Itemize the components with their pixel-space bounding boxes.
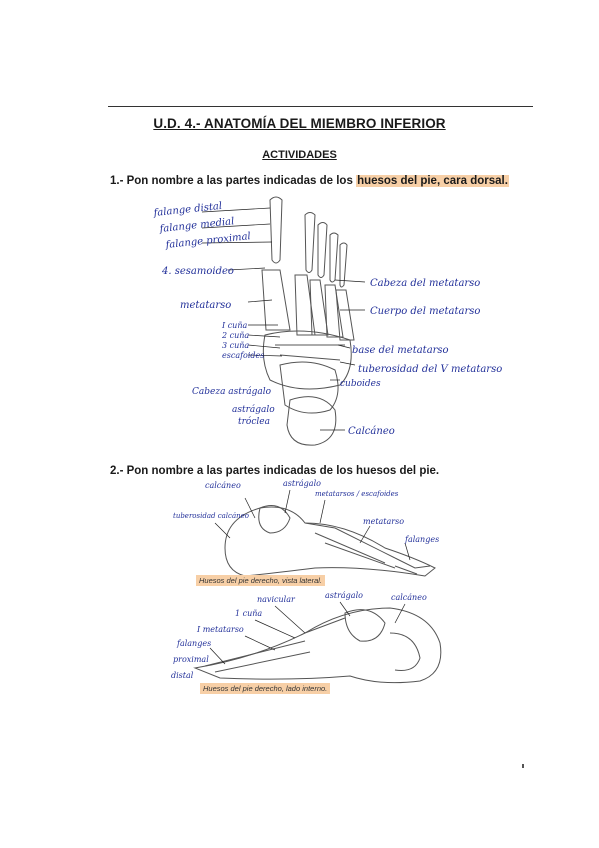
question-1: 1.- Pon nombre a las partes indicadas de… — [110, 175, 509, 187]
label-cuna-1: I cuña — [221, 321, 247, 330]
label-troclea: tróclea — [238, 416, 270, 427]
label-cuna-3: 3 cuña — [222, 341, 249, 350]
fig2-label-falanges: falanges — [404, 535, 439, 544]
fig2-label-tuberosidad: tuberosidad calcáneo — [173, 512, 249, 520]
scan-mark — [522, 764, 524, 768]
page-title: U.D. 4.- ANATOMÍA DEL MIEMBRO INFERIOR — [153, 116, 446, 131]
label-cuboides: cuboides — [340, 379, 381, 389]
label-astragalo: astrágalo — [232, 404, 275, 415]
fig3-label-proximal: proximal — [173, 655, 209, 664]
label-base-metatarso: base del metatarso — [352, 345, 449, 356]
fig2-label-calcaneo: calcáneo — [205, 481, 241, 490]
foot-medial-diagram: navicular astrágalo calcáneo 1 cuña I me… — [171, 591, 442, 684]
caption-medial: Huesos del pie derecho, lado interno. — [200, 683, 331, 694]
fig3-label-navicular: navicular — [257, 595, 296, 604]
fig3-label-astragalo: astrágalo — [325, 591, 363, 600]
fig2-label-metatarsos: metatarsos / escafoides — [315, 490, 399, 498]
label-falange-medial: falange medial — [158, 216, 235, 235]
label-cuerpo-metatarso: Cuerpo del metatarso — [370, 306, 480, 317]
question-1-highlight: huesos del pie, cara dorsal. — [356, 175, 509, 187]
header-rule — [108, 106, 533, 107]
label-calcaneo: Calcáneo — [348, 426, 395, 437]
label-cuna-2: 2 cuña — [221, 331, 249, 340]
section-subtitle: ACTIVIDADES — [262, 149, 337, 161]
label-sesamoideo: 4. sesamoideo — [161, 266, 234, 277]
fig3-label-cuna: 1 cuña — [235, 609, 262, 618]
question-1-text: 1.- Pon nombre a las partes indicadas de… — [110, 175, 357, 187]
fig3-label-distal: distal — [171, 671, 194, 680]
fig3-label-falanges: falanges — [176, 639, 211, 648]
fig3-label-calcaneo: calcáneo — [391, 593, 427, 602]
label-escafoides: escafoides — [222, 351, 264, 360]
label-cabeza-astragalo: Cabeza astrágalo — [192, 386, 272, 397]
label-falange-distal: falange distal — [152, 201, 222, 219]
caption-lateral: Huesos del pie derecho, vista lateral. — [196, 575, 325, 586]
label-falange-proximal: falange proximal — [164, 231, 251, 251]
label-cabeza-metatarso: Cabeza del metatarso — [370, 278, 480, 289]
fig3-label-metatarso: I metatarso — [196, 625, 244, 634]
question-2: 2.- Pon nombre a las partes indicadas de… — [110, 465, 440, 477]
fig2-label-metatarso: metatarso — [363, 517, 404, 526]
label-metatarso: metatarso — [180, 300, 231, 311]
label-tuberosidad: tuberosidad del V metatarso — [358, 364, 502, 375]
foot-lateral-diagram: calcáneo astrágalo metatarsos / escafoid… — [173, 479, 439, 577]
fig2-label-astragalo: astrágalo — [283, 479, 321, 488]
foot-dorsal-diagram: falange distal falange medial falange pr… — [152, 196, 502, 446]
